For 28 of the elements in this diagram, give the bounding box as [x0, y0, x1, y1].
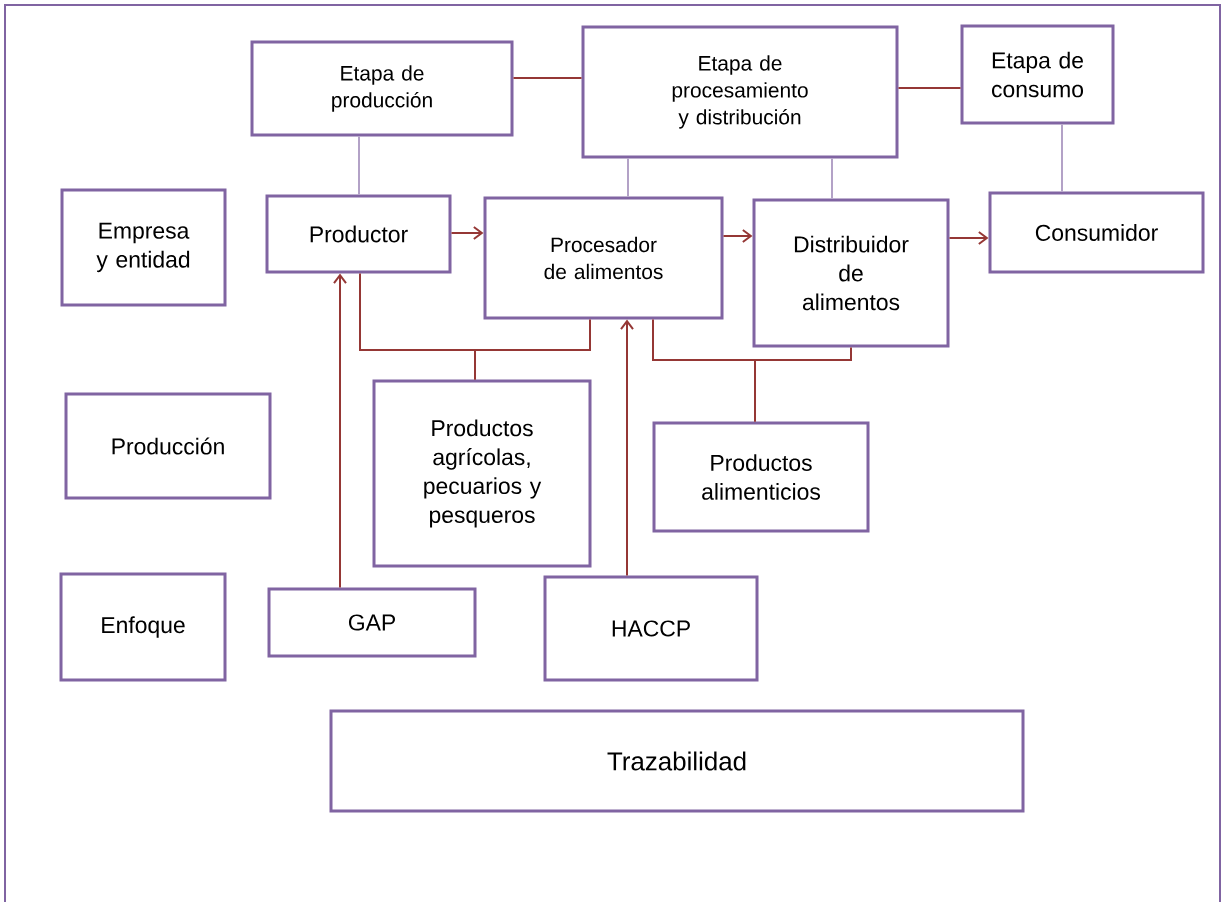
text-box: HACCP [543, 575, 759, 682]
text-box: Productos alimenticios [652, 421, 870, 533]
text-box: Trazabilidad [329, 709, 1025, 813]
connector [948, 231, 989, 245]
connector [474, 318, 591, 381]
connector [627, 157, 629, 198]
connector [450, 226, 484, 240]
text-box: Distribuidor de alimentos [752, 198, 950, 348]
connector [333, 273, 347, 589]
text-box: Productor [265, 194, 452, 274]
text-box: Etapa de producción [250, 40, 514, 137]
connector [620, 319, 634, 577]
text-box: Etapa de consumo [960, 24, 1115, 125]
text-box: Procesador de alimentos [483, 196, 724, 320]
text-box: Productos agrícolas, pecuarios y pesqueros [372, 379, 592, 568]
text-box: Enfoque [59, 572, 227, 682]
text-box: GAP [267, 587, 477, 658]
connector [897, 87, 962, 89]
text-box: Consumidor [988, 191, 1205, 274]
connector [1061, 123, 1063, 193]
connector [722, 229, 753, 243]
text-box: Producción [64, 392, 272, 500]
text-box: Empresa y entidad [60, 188, 227, 307]
connector [358, 135, 360, 196]
text-box: Etapa de procesamiento y distribución [581, 25, 899, 159]
connector [512, 77, 583, 79]
connector [754, 346, 852, 423]
connector [831, 157, 833, 200]
